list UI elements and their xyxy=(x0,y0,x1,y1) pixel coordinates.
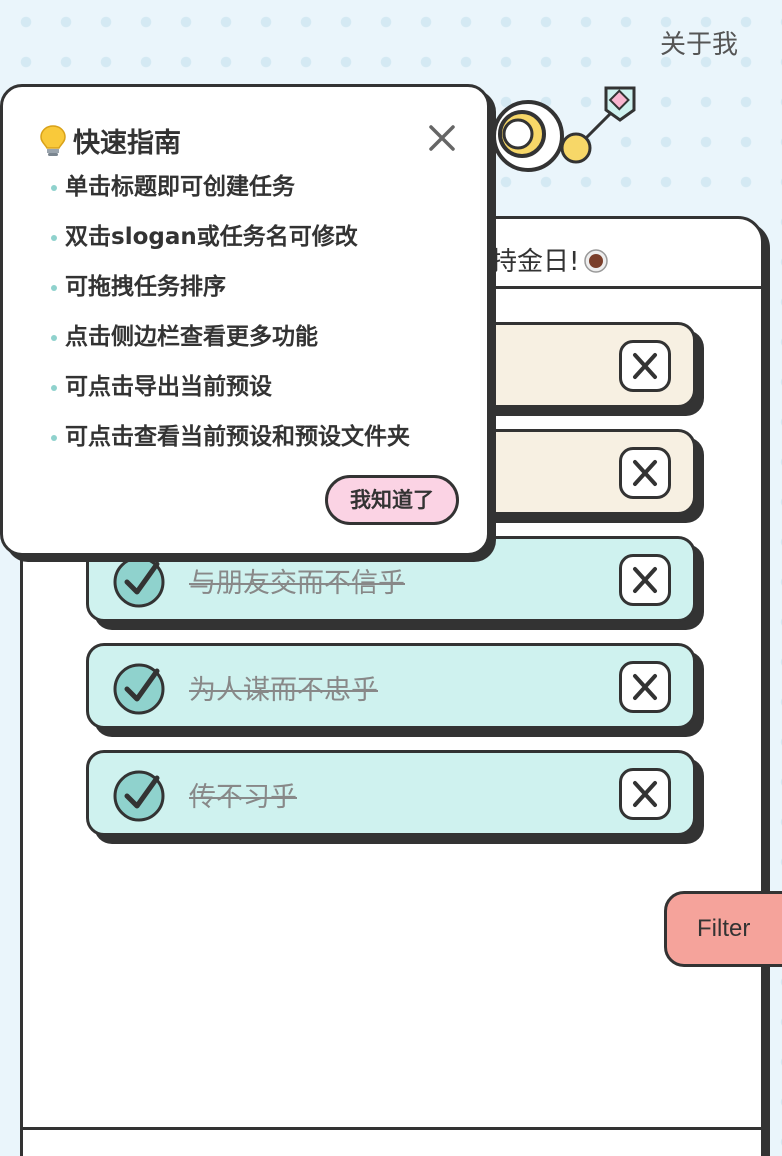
lightbulb-icon xyxy=(40,124,66,156)
guide-tip: 可点击查看当前预设和预设文件夹 xyxy=(51,421,410,471)
coffee-cup-icon xyxy=(584,249,609,273)
task-row[interactable]: 为人谋而不忠乎 xyxy=(86,643,696,729)
x-icon xyxy=(633,353,657,379)
x-icon xyxy=(633,781,657,807)
guide-tip: 单击标题即可创建任务 xyxy=(51,171,410,221)
x-icon xyxy=(633,460,657,486)
got-it-button[interactable]: 我知道了 xyxy=(325,475,459,525)
delete-task-button[interactable] xyxy=(619,447,671,499)
task-name[interactable]: 与朋友交而不信乎 xyxy=(189,568,405,599)
guide-tip: 双击slogan或任务名可修改 xyxy=(51,221,410,271)
delete-task-button[interactable] xyxy=(619,768,671,820)
checkmark-circle-icon[interactable] xyxy=(113,661,167,715)
task-name[interactable]: 为人谋而不忠乎 xyxy=(189,675,378,706)
guide-title: 快速指南 xyxy=(73,128,181,159)
checkmark-circle-icon[interactable] xyxy=(113,768,167,822)
card-footer-divider xyxy=(23,1127,761,1130)
checkmark-circle-icon[interactable] xyxy=(113,554,167,608)
quick-guide-popup: 快速指南 单击标题即可创建任务 双击slogan或任务名可修改 可拖拽任务排序 … xyxy=(0,84,490,556)
delete-task-button[interactable] xyxy=(619,554,671,606)
x-icon xyxy=(633,567,657,593)
filter-button[interactable]: Filter xyxy=(664,891,782,967)
x-icon xyxy=(633,674,657,700)
slogan-label[interactable]: 持金日! xyxy=(491,247,580,277)
slogan-text[interactable]: 持金日! xyxy=(491,241,609,278)
logo-decoration-icon xyxy=(492,86,636,172)
guide-tips-list: 单击标题即可创建任务 双击slogan或任务名可修改 可拖拽任务排序 点击侧边栏… xyxy=(51,171,410,471)
about-me-link[interactable]: 关于我 xyxy=(659,30,738,60)
task-row[interactable]: 传不习乎 xyxy=(86,750,696,836)
delete-task-button[interactable] xyxy=(619,661,671,713)
close-icon[interactable] xyxy=(425,121,459,155)
guide-tip: 点击侧边栏查看更多功能 xyxy=(51,321,410,371)
guide-tip: 可拖拽任务排序 xyxy=(51,271,410,321)
delete-task-button[interactable] xyxy=(619,340,671,392)
task-name[interactable]: 传不习乎 xyxy=(189,782,297,813)
guide-header: 快速指南 xyxy=(39,121,181,160)
guide-tip: 可点击导出当前预设 xyxy=(51,371,410,421)
